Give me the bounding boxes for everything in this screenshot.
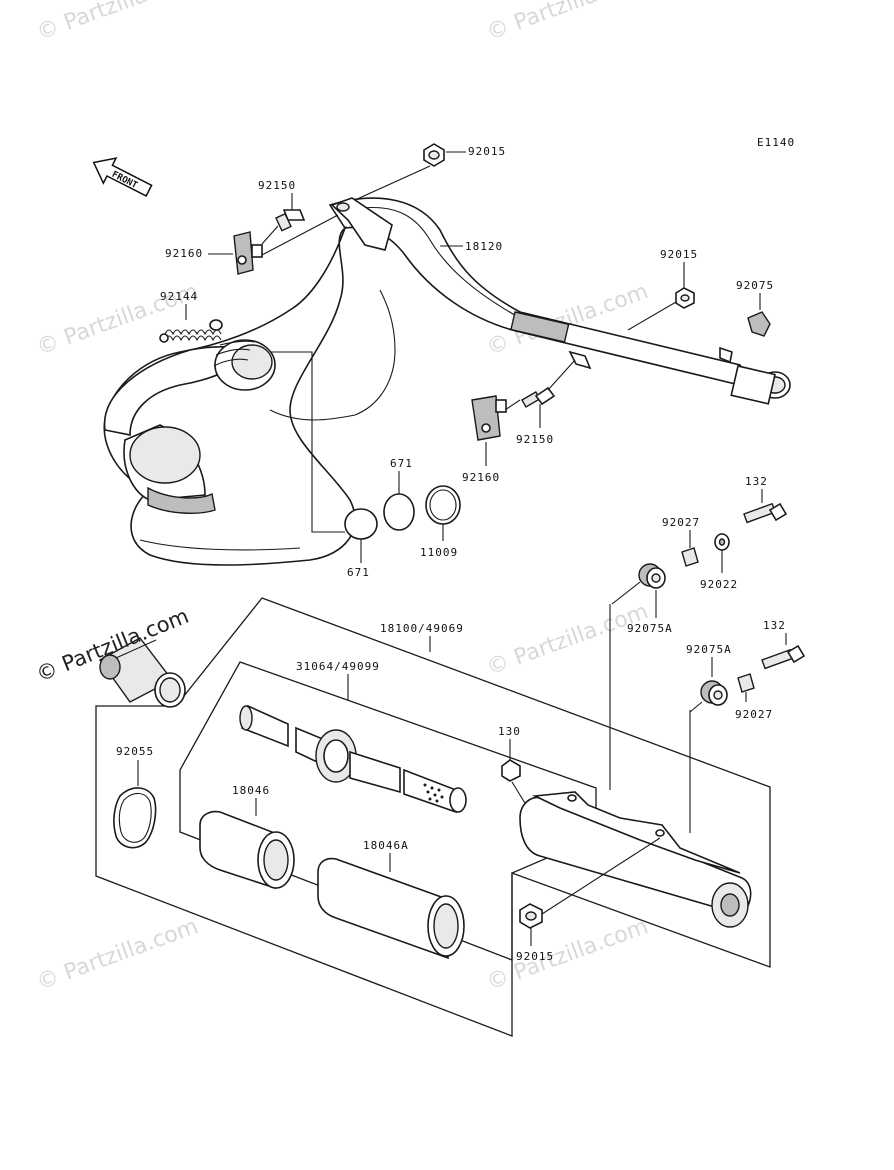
- watermark-text: © Partzilla.com: [34, 0, 202, 46]
- callout-92027-a: 92027: [662, 516, 700, 529]
- callout-671-a: 671: [390, 457, 413, 470]
- nut-icon: [423, 143, 445, 167]
- exhaust-header-pipe: [103, 197, 791, 566]
- callout-92075A-a: 92075A: [627, 622, 673, 635]
- grommet-icon: [700, 680, 728, 706]
- diagram-code: E1140: [757, 136, 795, 149]
- callout-18046A: 18046A: [363, 839, 409, 852]
- perforated-core-icon: [239, 704, 467, 814]
- callout-132-b: 132: [763, 619, 786, 632]
- callout-92075: 92075: [736, 279, 774, 292]
- callout-18120: 18120: [465, 240, 503, 253]
- watermark-text: © Partzilla.com: [484, 914, 652, 996]
- packing-icon: [317, 857, 465, 960]
- collar-icon: [737, 673, 755, 693]
- callout-92160: 92160: [165, 247, 203, 260]
- nut-icon: [519, 903, 543, 929]
- tail-pipe-icon: [98, 637, 186, 708]
- o-ring-icon: [344, 508, 378, 540]
- callout-18046: 18046: [232, 784, 270, 797]
- bolt-icon: [761, 644, 806, 670]
- collar-icon: [681, 547, 699, 567]
- nut-icon: [675, 287, 695, 309]
- callout-92015-mid: 92015: [660, 248, 698, 261]
- gasket-icon: [113, 787, 157, 849]
- callout-92160-mid: 92160: [462, 471, 500, 484]
- callout-92015-bot: 92015: [516, 950, 554, 963]
- bolt-icon: [743, 502, 788, 524]
- callout-132-a: 132: [745, 475, 768, 488]
- front-arrow-icon: FRONT: [92, 157, 153, 197]
- callout-92027-b: 92027: [735, 708, 773, 721]
- muffler-assembly-frame: [95, 597, 771, 1037]
- callout-31064: 31064/49099: [296, 660, 380, 673]
- callout-92150-mid: 92150: [516, 433, 554, 446]
- spring-icon: [159, 319, 223, 343]
- callout-92075A-b: 92075A: [686, 643, 732, 656]
- bracket-icon: [471, 395, 507, 441]
- callout-18100: 18100/49069: [380, 622, 464, 635]
- watermark-text: © Partzilla.com: [484, 599, 652, 681]
- muffler-body-icon: [519, 791, 752, 928]
- core-assembly-frame: [179, 661, 597, 961]
- gasket-icon: [425, 485, 461, 525]
- bracket-icon: [233, 231, 263, 275]
- callout-671-b: 671: [347, 566, 370, 579]
- callout-130: 130: [498, 725, 521, 738]
- callout-92015: 92015: [468, 145, 506, 158]
- callout-92150: 92150: [258, 179, 296, 192]
- callout-11009: 11009: [420, 546, 458, 559]
- bolt-icon: [275, 209, 306, 232]
- callout-92022: 92022: [700, 578, 738, 591]
- watermark-text: © Partzilla.com: [34, 914, 202, 996]
- packing-icon: [199, 810, 295, 890]
- nut-icon: [501, 759, 521, 782]
- grommet-icon: [638, 563, 666, 589]
- callout-92144: 92144: [160, 290, 198, 303]
- bolt-icon: [521, 386, 556, 408]
- watermark-text: © Partzilla.com: [484, 0, 652, 46]
- o-ring-icon: [383, 493, 415, 531]
- grommet-icon: [747, 311, 771, 337]
- callout-92055: 92055: [116, 745, 154, 758]
